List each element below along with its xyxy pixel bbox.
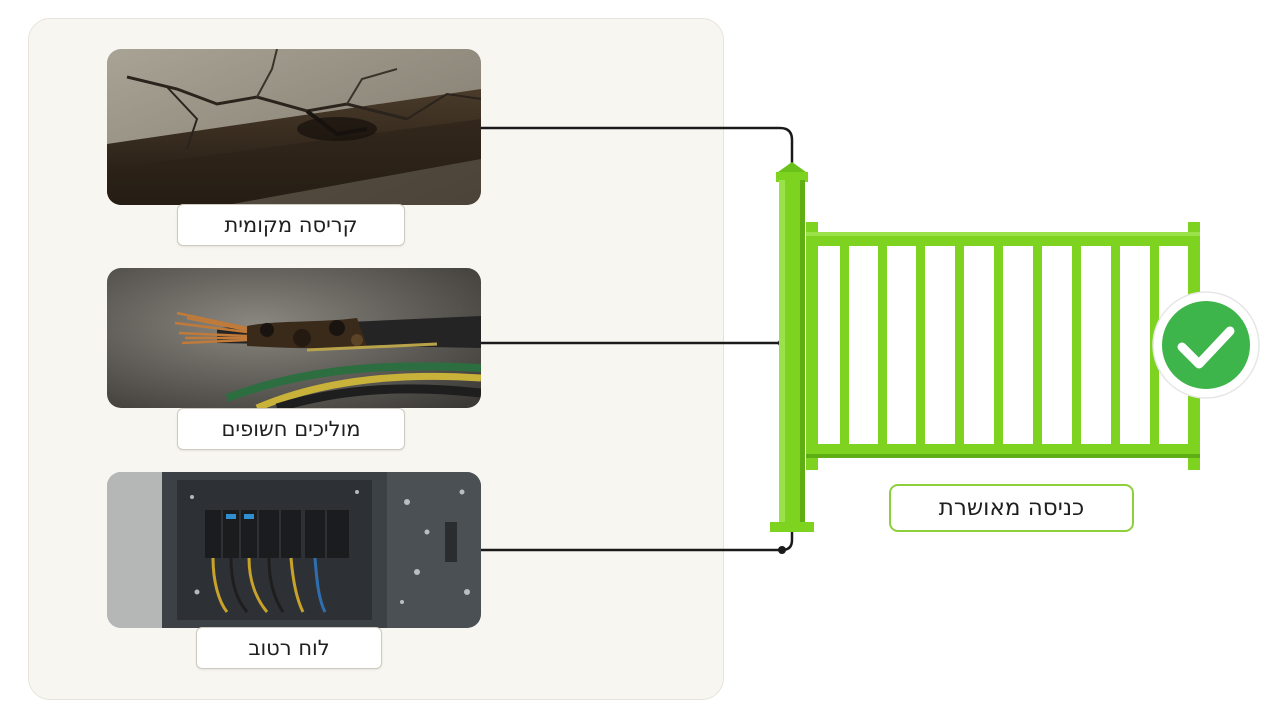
connector-line-panel (481, 528, 794, 552)
check-icon (1152, 291, 1260, 399)
gate-post (770, 162, 814, 532)
hazard-photo-collapse (107, 49, 481, 205)
connector-dot-panel (778, 546, 786, 554)
hazard-label-panel: לוח רטוב (196, 627, 382, 669)
hazard-label-wires: מוליכים חשופים (177, 408, 405, 450)
hazard-label-collapse: קריסה מקומית (177, 204, 405, 246)
gate-frame (806, 222, 1200, 470)
connector-line-collapse (481, 126, 794, 168)
approved-entry-label: כניסה מאושרת (889, 484, 1134, 532)
hazard-photo-wires (107, 268, 481, 408)
hazard-photo-panel (107, 472, 481, 628)
